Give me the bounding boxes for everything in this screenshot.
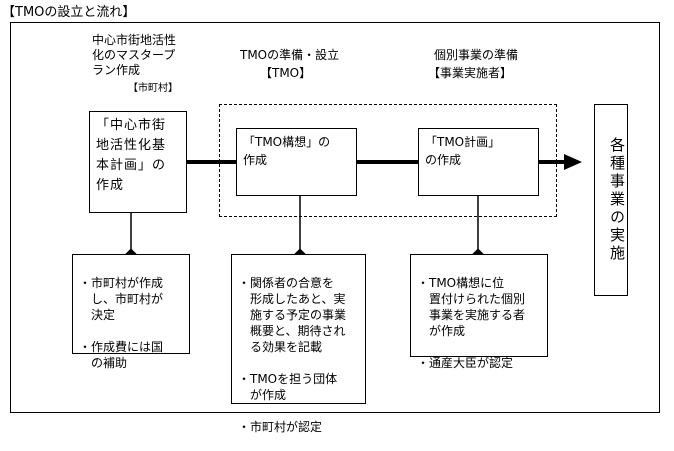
step-basic-plan: 「中心市街 地活性化基 本計画」の 作成 [89, 111, 187, 213]
note-item: ・市町村が認定 [238, 420, 323, 434]
header-tmo-setup-actor: 【TMO】 [260, 66, 312, 80]
note-tmo-plan: ・TMO構想に位 置付けられた個別 事業を実施する者 が作成 ・通産大臣が認定 [410, 254, 548, 370]
diagram-title: 【TMOの設立と流れ】 [2, 5, 136, 20]
header-project-prep-actor: 【事業実施者】 [428, 66, 513, 80]
note-item: ・通産大臣が認定 [417, 356, 514, 370]
step-project-implementation: 各種事業の実施 [594, 104, 628, 296]
step-tmo-plan: 「TMO計画」 の作成 [418, 128, 539, 196]
diagram-frame [10, 22, 660, 413]
tmo-group-dashed-frame [219, 104, 557, 217]
header-tmo-setup: TMOの準備・設立 [240, 48, 340, 62]
note-basic-plan: ・市町村が作成 し、市町村が 決定 ・作成費には国 の補助 [72, 254, 190, 370]
note-item: ・作成費には国 の補助 [79, 340, 164, 370]
note-item: ・市町村が作成 し、市町村が 決定 [79, 276, 164, 322]
header-masterplan: 中心市街地活性 化のマスタープ ラン作成 [92, 33, 177, 77]
flow-arrowhead [564, 154, 582, 170]
header-masterplan-actor: 【市町村】 [128, 83, 178, 94]
note-tmo-concept: ・関係者の合意を 形成したあと、実 施する予定の事業 概要と、期待され る効果を… [231, 254, 366, 434]
header-project-prep: 個別事業の準備 [434, 48, 519, 62]
step-tmo-concept: 「TMO構想」の 作成 [236, 128, 357, 196]
note-item: ・関係者の合意を 形成したあと、実 施する予定の事業 概要と、期待され る効果を… [238, 276, 347, 354]
note-item: ・TMOを担う団体 が作成 [238, 372, 338, 402]
note-item: ・TMO構想に位 置付けられた個別 事業を実施する者 が作成 [417, 276, 526, 338]
